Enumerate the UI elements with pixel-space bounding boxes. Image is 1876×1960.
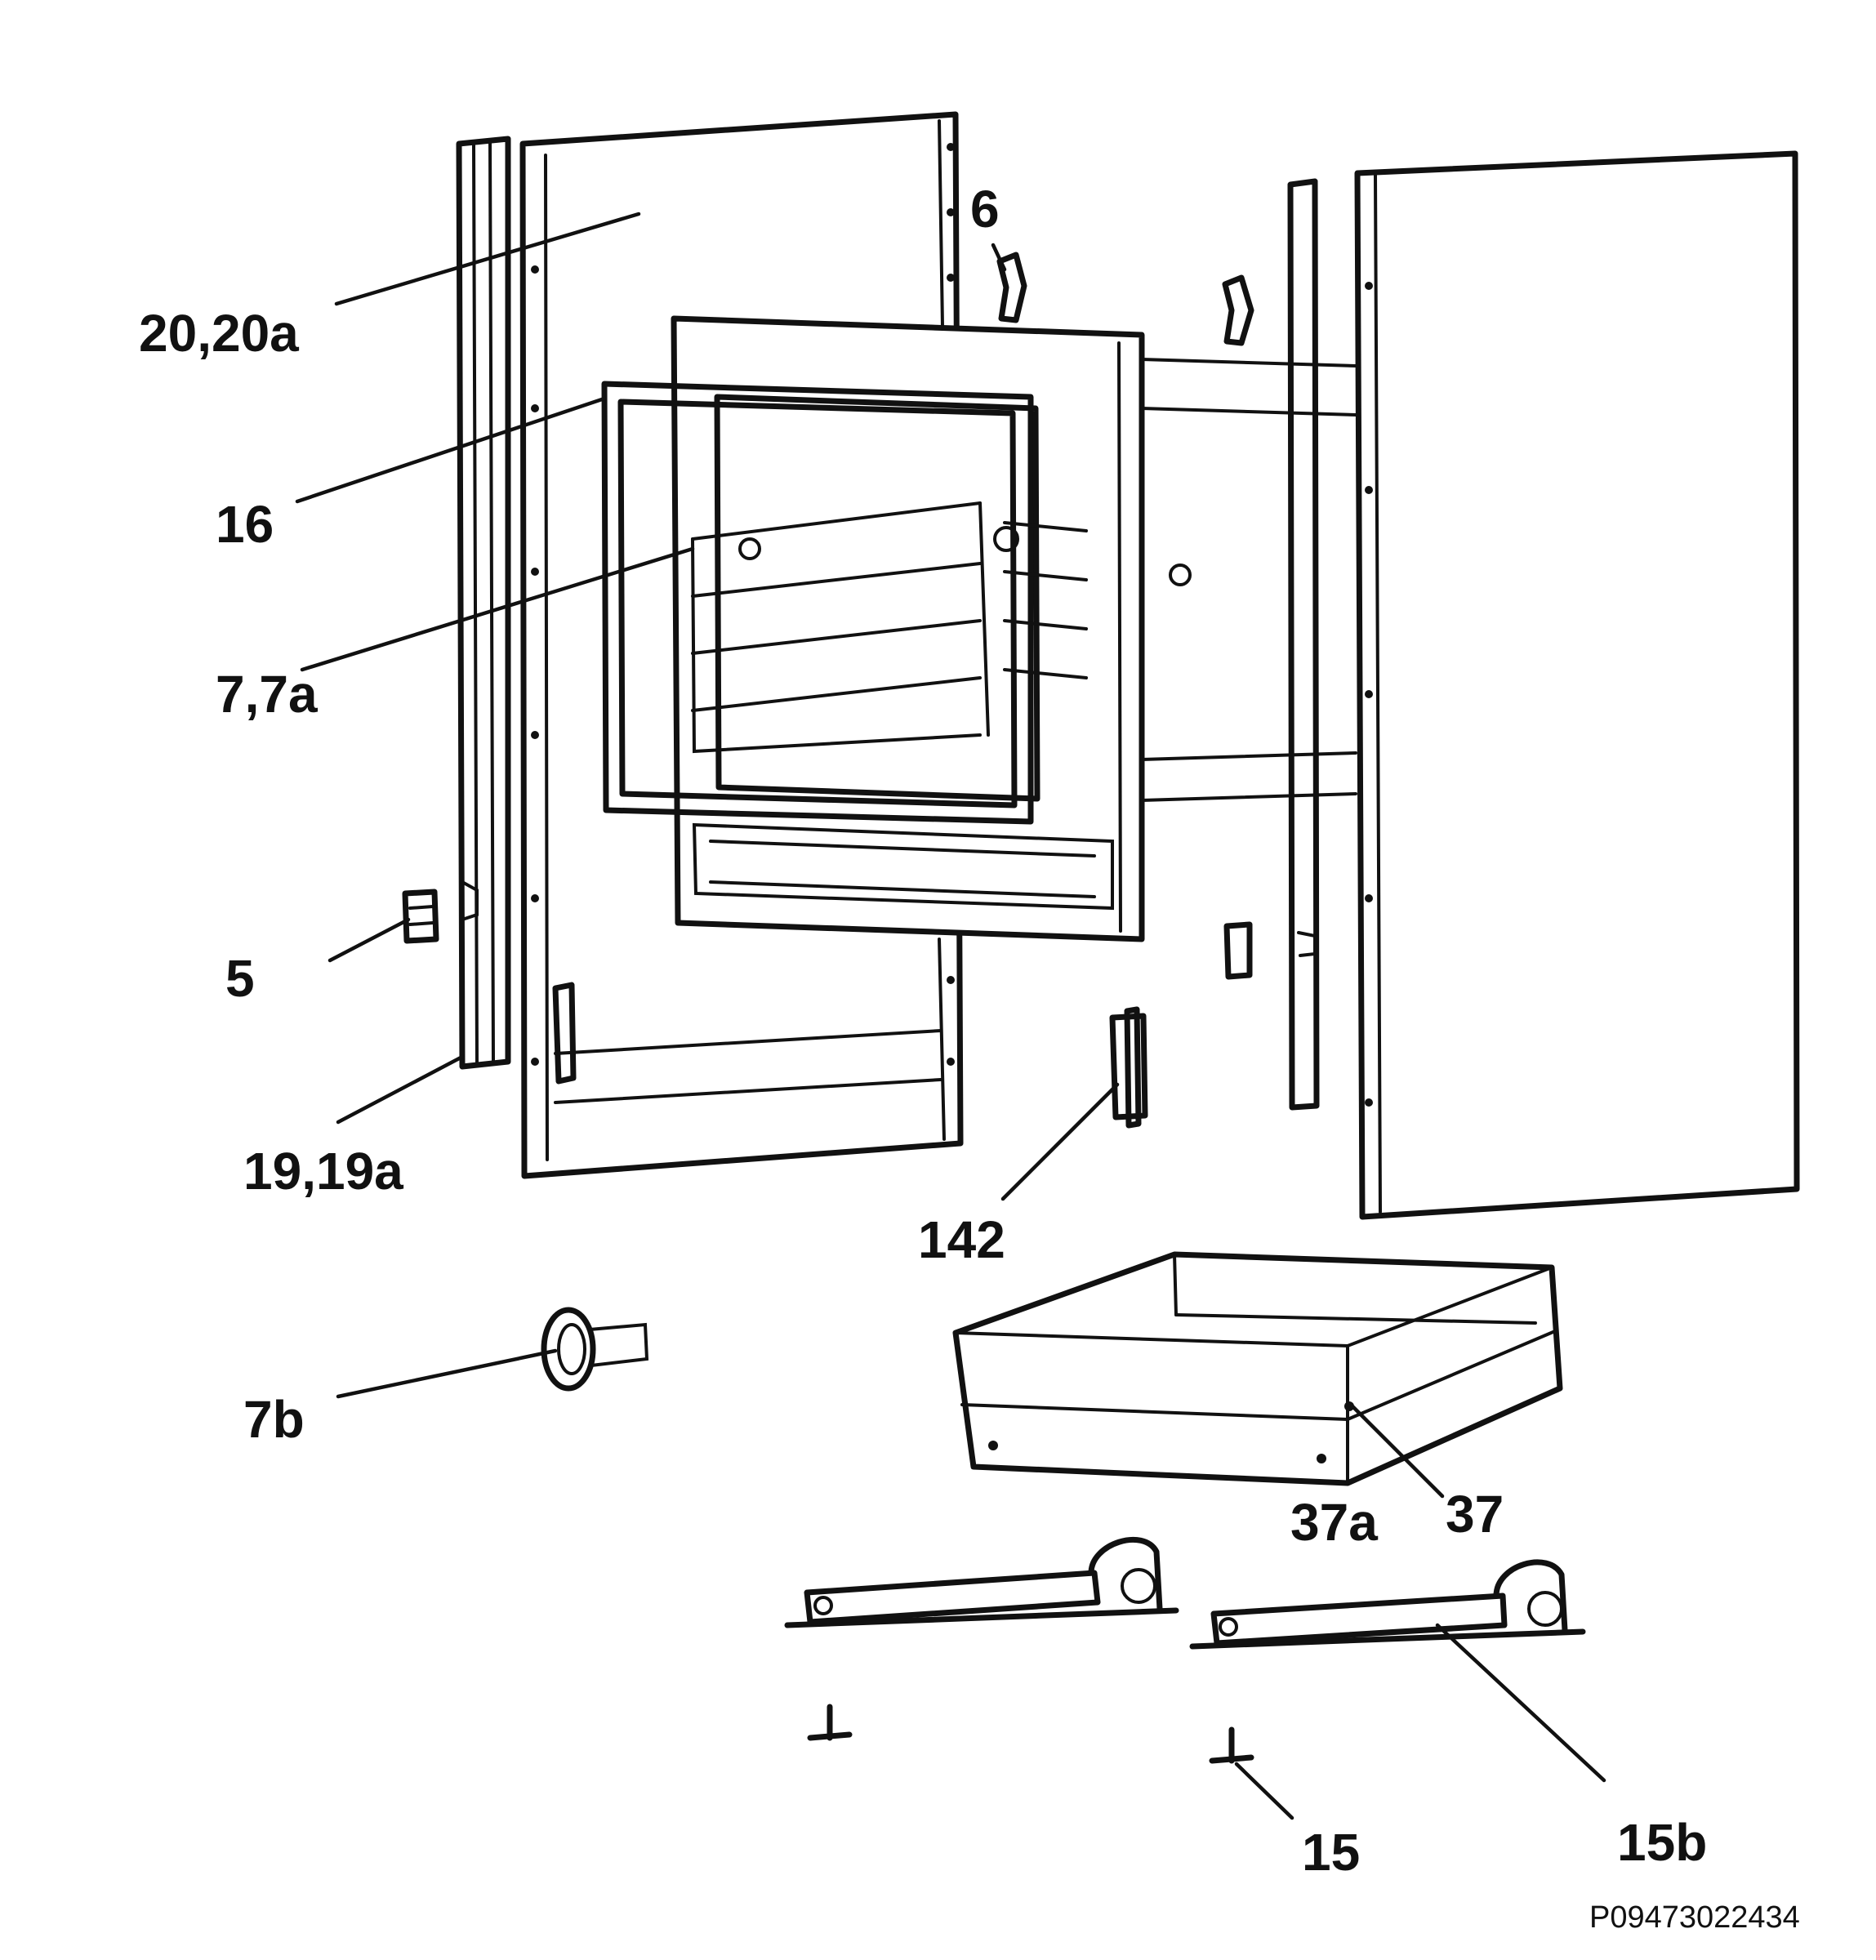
label-19-19a: 19,19a [243, 1142, 403, 1200]
left-trim-strip [456, 136, 511, 1070]
label-16: 16 [216, 495, 274, 554]
adjustable-foot-right [1209, 1726, 1254, 1764]
leader-15b [1435, 1623, 1606, 1783]
left-side-panel [519, 111, 964, 1179]
right-side-panel [1354, 150, 1800, 1220]
label-37: 37 [1446, 1485, 1504, 1544]
part-labels: 20,20a 6 16 7,7a 5 19,19a 142 7b 37a 37 … [139, 180, 1800, 1935]
storage-drawer [952, 1251, 1563, 1486]
leader-5 [328, 917, 411, 963]
drawing-code: P09473022434 [1589, 1900, 1800, 1935]
label-5: 5 [225, 949, 255, 1008]
roller-rail-left [784, 1536, 1179, 1628]
label-20-20a: 20,20a [139, 304, 299, 363]
leader-7b [336, 1348, 558, 1399]
roller-rail-right [1189, 1559, 1586, 1650]
oven-shelf [601, 381, 1088, 825]
leader-77a [300, 546, 695, 672]
leader-37 [1350, 1404, 1445, 1499]
leader-lines [295, 212, 1606, 1820]
leader-142 [1000, 1082, 1120, 1201]
label-7-7a: 7,7a [216, 665, 318, 724]
label-142: 142 [918, 1210, 1005, 1269]
label-15b: 15b [1617, 1813, 1707, 1872]
leader-1919a [336, 1054, 465, 1125]
label-7b: 7b [243, 1390, 305, 1449]
leader-15 [1234, 1762, 1294, 1820]
clip-part [402, 889, 439, 944]
right-trim-strip [1287, 178, 1320, 1111]
leader-16 [295, 396, 607, 504]
label-15: 15 [1302, 1823, 1360, 1882]
hinge-bracket [1109, 1006, 1148, 1129]
leader-6 [991, 243, 1007, 272]
control-knob [541, 1307, 649, 1392]
leader-20 [334, 212, 641, 306]
clip-part-right [1223, 921, 1253, 980]
adjustable-foot-left [807, 1704, 853, 1741]
label-6: 6 [970, 180, 1000, 238]
label-37a: 37a [1290, 1493, 1378, 1552]
